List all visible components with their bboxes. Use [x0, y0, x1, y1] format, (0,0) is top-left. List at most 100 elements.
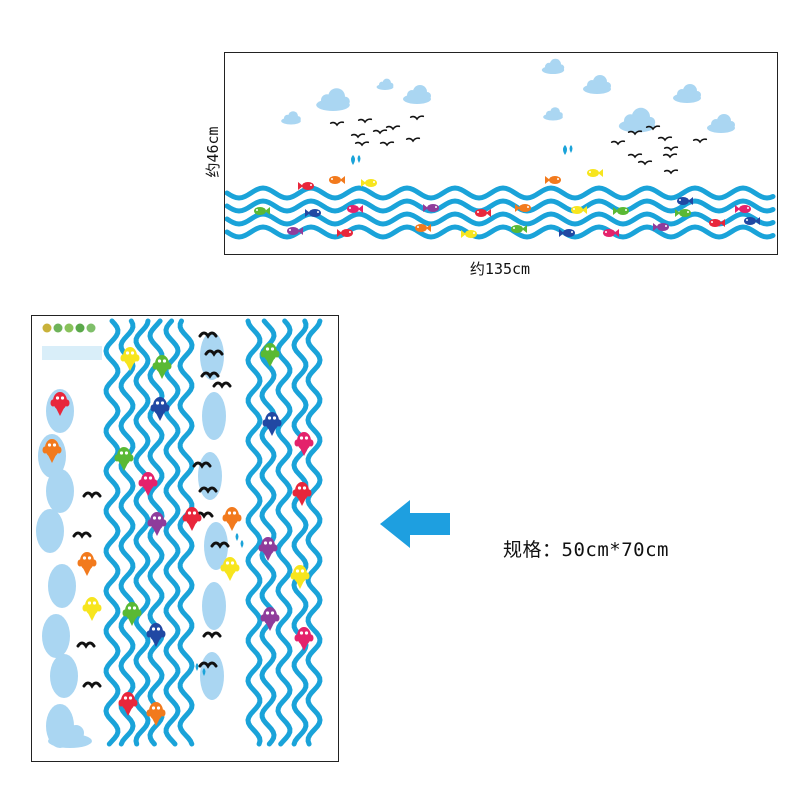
wave-stripe: [225, 224, 776, 240]
fish-sticker: [258, 537, 278, 561]
fish-sticker: [545, 176, 561, 184]
bird-silhouette: [350, 133, 366, 139]
cloud-shape: [50, 654, 78, 698]
cloud-shape: [707, 114, 735, 133]
fish-sticker: [50, 392, 70, 416]
wave-stripe: [118, 318, 136, 747]
splash-drop: [351, 155, 355, 165]
bird-silhouette: [72, 531, 92, 539]
cloud-shape: [618, 107, 656, 133]
fish-sticker: [709, 219, 725, 227]
wave-stripe: [291, 318, 309, 747]
cloud-shape: [200, 332, 224, 380]
bird-silhouette: [372, 129, 388, 135]
fish-sticker: [220, 557, 240, 581]
wave-stripe: [163, 318, 181, 747]
splash-drop: [202, 668, 206, 676]
bird-silhouette: [202, 631, 222, 639]
wave-stripe: [133, 318, 151, 747]
fish-sticker: [254, 207, 270, 215]
fish-sticker: [150, 397, 170, 421]
bird-silhouette: [198, 331, 218, 339]
splash-drop: [569, 145, 573, 153]
wave-stripe: [259, 318, 277, 747]
size-specification: 规格：50cm*70cm: [503, 539, 669, 561]
bird-silhouette: [200, 371, 220, 379]
fish-sticker: [515, 204, 531, 212]
wall-decal-scene-preview: [224, 52, 778, 255]
fish-sticker: [571, 206, 587, 214]
fish-sticker: [138, 472, 158, 496]
mini-sticker: [86, 323, 96, 333]
cloud-shape: [316, 88, 350, 111]
wave-stripe: [177, 318, 195, 747]
wave-stripe: [147, 318, 165, 747]
cloud-shape: [198, 452, 222, 500]
fish-sticker: [361, 179, 377, 187]
cloud-shape: [202, 392, 226, 440]
bird-silhouette: [379, 141, 395, 147]
cloud-shape: [36, 509, 64, 553]
bird-silhouette: [692, 138, 708, 144]
fish-sticker: [735, 205, 751, 213]
cloud-shape: [48, 725, 92, 748]
fish-sticker: [559, 229, 575, 237]
cloud-shape: [48, 564, 76, 608]
fish-sticker: [603, 229, 619, 237]
bird-silhouette: [627, 153, 643, 159]
cloud-shape: [543, 107, 563, 121]
fish-sticker: [298, 182, 314, 190]
fish-sticker: [329, 176, 345, 184]
wave-stripe: [245, 318, 263, 747]
fish-sticker: [744, 217, 760, 225]
mini-scene-thumbnail: [42, 346, 102, 360]
fish-sticker: [511, 225, 527, 233]
bird-silhouette: [354, 141, 370, 147]
fish-sticker: [182, 507, 202, 531]
splash-drop: [235, 533, 239, 541]
fish-sticker: [587, 169, 603, 177]
bird-silhouette: [212, 381, 232, 389]
height-dimension-label: 约46cm: [204, 126, 222, 178]
bird-silhouette: [409, 115, 425, 121]
bird-silhouette: [627, 130, 643, 136]
wave-stripe: [275, 318, 293, 747]
fish-sticker: [146, 702, 166, 726]
cloud-shape: [673, 84, 701, 103]
sticker-sheet-illustration: [36, 318, 323, 748]
cloud-shape: [204, 522, 228, 570]
bird-silhouette: [204, 349, 224, 357]
bird-silhouette: [198, 661, 218, 669]
bird-silhouette: [198, 486, 218, 494]
fish-sticker: [415, 224, 431, 232]
wave-stripe: [225, 185, 776, 201]
bird-silhouette: [663, 146, 679, 152]
fish-sticker: [260, 607, 280, 631]
wave-stripe: [225, 198, 776, 214]
cloud-shape: [583, 75, 611, 94]
fish-sticker: [347, 205, 363, 213]
cloud-shape: [376, 78, 394, 90]
bird-silhouette: [329, 121, 345, 127]
sticker-sheet-preview: [31, 315, 339, 762]
fish-sticker: [260, 343, 280, 367]
splash-drop: [240, 540, 244, 548]
bird-silhouette: [657, 136, 673, 142]
width-dimension-label: 约135cm: [469, 260, 531, 278]
fish-sticker: [677, 197, 693, 205]
splash-drop: [563, 145, 567, 155]
bird-silhouette: [210, 541, 230, 549]
fish-sticker: [222, 507, 242, 531]
fish-sticker: [475, 209, 491, 217]
wave-stripe: [103, 318, 121, 747]
fish-sticker: [118, 692, 138, 716]
bird-silhouette: [82, 681, 102, 689]
fish-sticker: [262, 412, 282, 436]
mini-sticker: [64, 323, 74, 333]
fish-sticker: [42, 439, 62, 463]
fish-sticker: [152, 355, 172, 379]
mini-sticker: [75, 323, 85, 333]
fish-sticker: [82, 597, 102, 621]
fish-sticker: [461, 230, 477, 238]
cloud-shape: [202, 582, 226, 630]
